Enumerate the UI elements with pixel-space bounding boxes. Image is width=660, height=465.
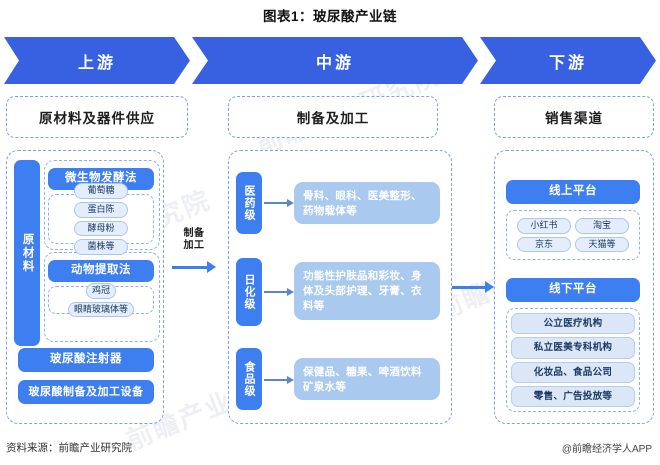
arrow-head <box>485 281 494 293</box>
online-platform-list: 小红书 淘宝 京东 天猫等 <box>506 210 640 260</box>
grade-food-arrow <box>264 376 294 384</box>
grade-medical-text: 医药级 <box>243 185 255 221</box>
connector-arrow-mid-to-down <box>452 281 494 293</box>
list-item: 眼睛玻璃体等 <box>67 301 134 318</box>
arrow-head <box>287 288 294 296</box>
arrow-shaft <box>172 265 207 269</box>
method-fermentation[interactable]: 微生物发酵法 <box>48 168 154 190</box>
grade-food-text: 食品级 <box>243 361 255 397</box>
upstream-header: 原材料及器件供应 <box>6 96 188 138</box>
grade-daily-chemical-desc: 功能性护肤品和彩妆、身体及头部护理、牙膏、衣料等 <box>294 262 440 320</box>
list-item: 京东 <box>517 236 571 253</box>
arrow-shaft <box>264 291 287 293</box>
grade-food-desc: 保健品、糖果、啤酒饮料矿泉水等 <box>294 358 440 400</box>
connector-label-prep: 制备 加工 <box>183 228 205 251</box>
raw-material-vertical-label: 原材料 <box>14 160 40 346</box>
credit-note: @前瞻经济学人APP <box>561 444 652 455</box>
channel-offline[interactable]: 线下平台 <box>506 278 640 302</box>
page-title: 图表1：玻尿酸产业链 <box>262 9 397 24</box>
fermentation-item-list: 葡萄糖 蛋白陈 酵母粉 菌株等 <box>48 182 154 256</box>
stage-banner-upstream: 上游 <box>4 37 190 84</box>
stage-banner-midstream: 中游 <box>192 37 478 84</box>
stage-banner-row: 上游 中游 下游 <box>4 37 656 84</box>
source-note: 资料来源：前瞻产业研究院 <box>6 442 132 454</box>
list-item: 淘宝 <box>575 217 629 234</box>
list-item: 菌株等 <box>74 239 128 256</box>
device-syringe[interactable]: 玻尿酸注射器 <box>18 348 154 372</box>
arrow-head <box>287 376 294 384</box>
grade-daily-chemical-arrow <box>264 288 294 296</box>
arrow-shaft <box>452 285 485 289</box>
channel-online[interactable]: 线上平台 <box>506 180 640 204</box>
list-item: 化妆品、食品公司 <box>511 361 635 383</box>
grade-medical[interactable]: 医药级 <box>236 172 262 234</box>
midstream-header: 制备及加工 <box>228 96 438 138</box>
list-item: 天猫等 <box>575 236 629 253</box>
connector-arrow-up-to-mid <box>172 261 216 273</box>
grade-food[interactable]: 食品级 <box>236 348 262 410</box>
method-animal-extraction[interactable]: 动物提取法 <box>48 260 154 282</box>
list-item: 零售、广告投放等 <box>511 385 635 407</box>
list-item: 私立医美专科机构 <box>511 337 635 359</box>
arrow-shaft <box>264 379 287 381</box>
list-item: 酵母粉 <box>74 220 128 237</box>
arrow-head <box>287 199 294 207</box>
offline-platform-list: 公立医疗机构 私立医美专科机构 化妆品、食品公司 零售、广告投放等 <box>506 308 640 412</box>
grade-daily-chemical-text: 日化级 <box>243 274 255 310</box>
arrow-head <box>207 261 216 273</box>
arrow-shaft <box>264 202 287 204</box>
device-equipment[interactable]: 玻尿酸制备及加工设备 <box>18 380 154 404</box>
raw-material-vertical-text: 原材料 <box>21 232 34 274</box>
list-item: 小红书 <box>517 217 571 234</box>
grade-medical-desc: 骨科、眼科、医美整形、药物载体等 <box>294 182 440 224</box>
downstream-header: 销售渠道 <box>494 96 654 138</box>
animal-extraction-item-list: 鸡冠 眼睛玻璃体等 <box>48 282 154 318</box>
list-item: 蛋白陈 <box>74 201 128 218</box>
stage-banner-downstream: 下游 <box>480 37 656 84</box>
list-item: 公立医疗机构 <box>511 313 635 335</box>
list-item: 葡萄糖 <box>74 182 128 199</box>
list-item: 鸡冠 <box>85 282 116 299</box>
grade-medical-arrow <box>264 199 294 207</box>
grade-daily-chemical[interactable]: 日化级 <box>236 258 262 326</box>
